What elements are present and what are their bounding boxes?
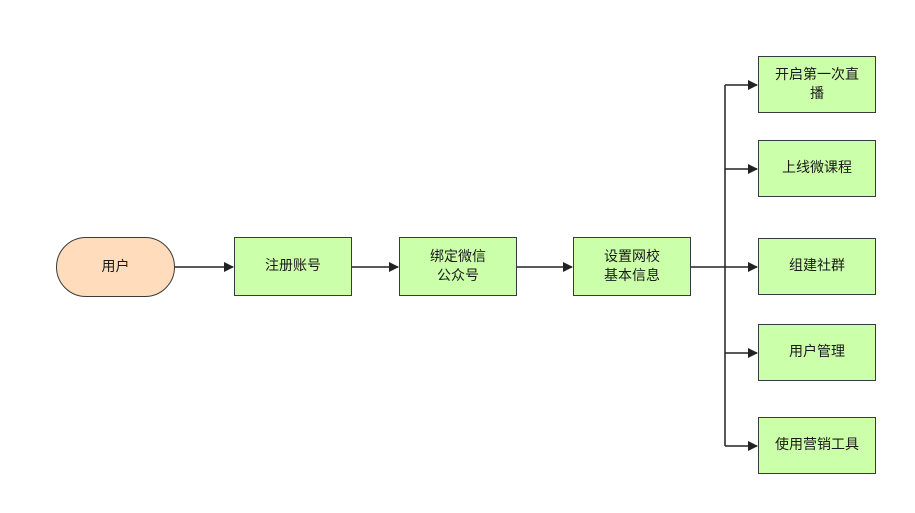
node-user: 用户 [56, 237, 175, 297]
node-register-account: 注册账号 [234, 237, 352, 296]
node-build-community: 组建社群 [758, 238, 876, 295]
node-launch-micro-course: 上线微课程 [758, 140, 876, 197]
node-bind-wechat-account: 绑定微信 公众号 [399, 237, 517, 296]
node-user-management: 用户管理 [758, 324, 876, 381]
node-marketing-tools: 使用营销工具 [758, 417, 876, 474]
node-first-live-stream: 开启第一次直 播 [758, 56, 876, 113]
node-setup-school-info: 设置网校 基本信息 [573, 237, 691, 296]
